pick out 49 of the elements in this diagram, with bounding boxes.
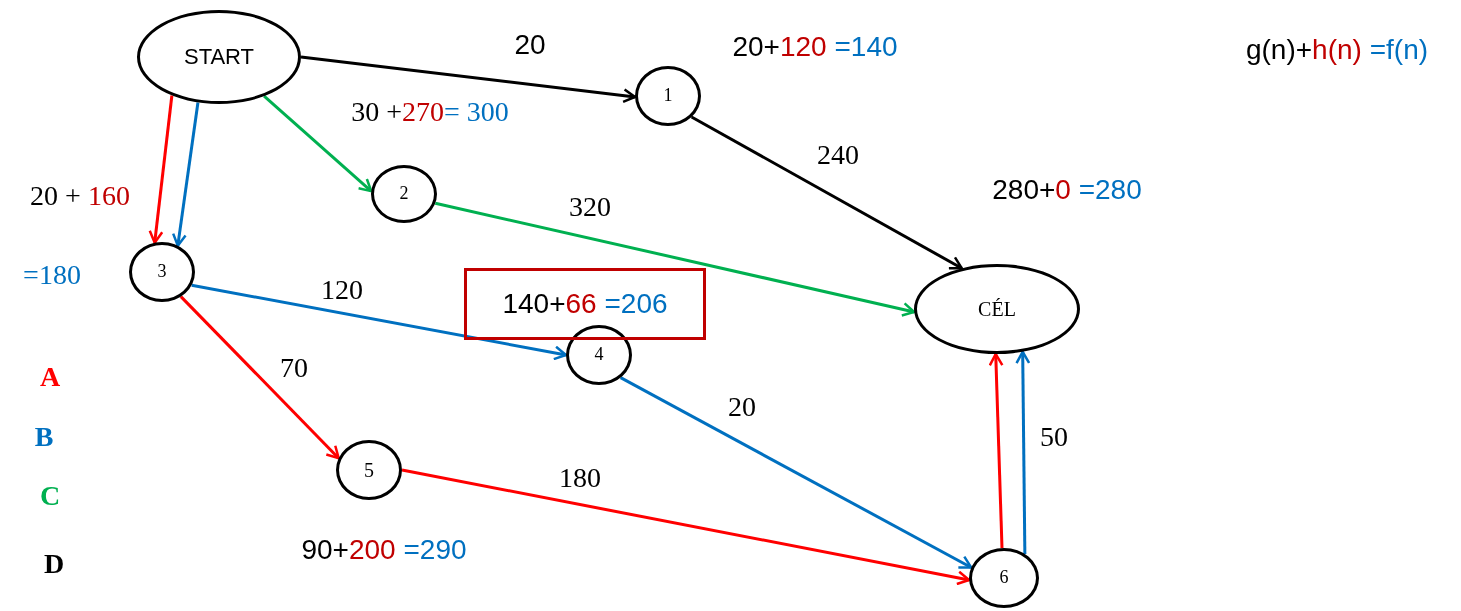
edge-label: 240: [817, 139, 859, 171]
arrow: [690, 115, 963, 270]
node-label: CÉL: [978, 298, 1016, 320]
edge-label: 120: [321, 274, 363, 306]
cost-formula: 140+66 =206: [502, 288, 668, 320]
node-label: 2: [399, 184, 409, 204]
edge-label: 20: [514, 29, 546, 61]
node-ellipse: [914, 264, 1080, 354]
cost-formula: 280+0 =280: [992, 174, 1142, 206]
node-label: 5: [364, 459, 374, 481]
arrow: [148, 95, 174, 244]
formula-title: g(n)+h(n) =f(n): [1245, 34, 1429, 66]
edge-label: 320: [569, 191, 611, 223]
node-ellipse: [969, 548, 1039, 608]
cost-box: [464, 268, 706, 340]
arrow: [191, 283, 568, 361]
node-ellipse: [129, 242, 195, 302]
cost-formula: 20+120 =140: [732, 31, 898, 63]
edge-label: 50: [1040, 421, 1068, 453]
arrow: [434, 201, 916, 317]
legend-entry: A: [39, 361, 61, 393]
node-ellipse: [137, 10, 301, 104]
legend-entry: C: [39, 480, 61, 512]
node-ellipse: [371, 165, 437, 223]
edge-label: 180: [559, 462, 601, 494]
node-ellipse: [635, 66, 701, 126]
node-label: 1: [663, 86, 673, 106]
node-label: 6: [999, 568, 1009, 588]
edge-label: 70: [280, 352, 308, 384]
cost-formula: 90+200 =290: [301, 534, 467, 566]
edge-label: 20: [728, 391, 756, 423]
cost-formula: =180: [23, 259, 81, 291]
cost-formula: 20 + 160: [30, 180, 130, 212]
arrow: [1015, 350, 1031, 554]
legend-entry: D: [43, 548, 65, 580]
arrow: [619, 376, 973, 569]
node-ellipse: [566, 325, 632, 385]
arrow: [171, 102, 200, 247]
arrow: [179, 295, 340, 460]
arrow: [401, 468, 971, 586]
legend-entry: B: [34, 421, 54, 453]
node-label: 3: [157, 262, 167, 282]
node-ellipse: [336, 440, 402, 500]
node-label: 4: [594, 345, 604, 365]
arrow: [300, 55, 637, 104]
arrow: [263, 95, 373, 193]
node-label: START: [183, 44, 255, 70]
arrow: [988, 352, 1004, 549]
cost-formula: 30 +270= 300: [351, 96, 509, 128]
